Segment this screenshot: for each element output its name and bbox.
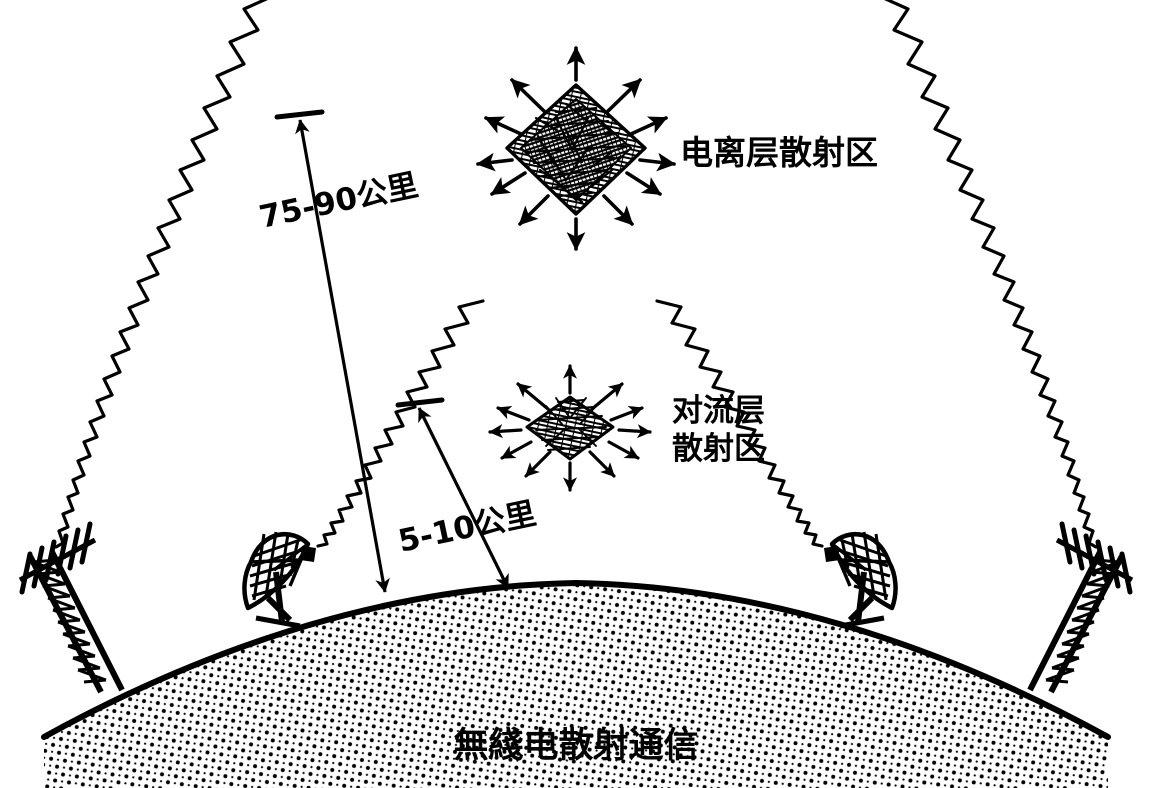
ionospheric-height-dimension [274, 109, 390, 593]
ionospheric-scatter-arrows [476, 46, 676, 251]
tropospheric-dim-line [417, 407, 510, 589]
earth-surface-line [41, 579, 1111, 740]
left-yagi-elements [19, 521, 93, 595]
ionospheric-dim-top-tick [274, 109, 325, 120]
earth-group [41, 579, 1111, 788]
right-dish-feed [824, 546, 840, 562]
tropospheric-texture [535, 397, 607, 451]
left-dish-base [255, 615, 301, 629]
right-yagi-elements [1059, 521, 1133, 595]
right-dish-base [839, 615, 885, 629]
earth-fill [44, 583, 1108, 788]
left-yagi-boom [18, 537, 97, 583]
tropospheric-dim-top-tick [395, 397, 445, 408]
left-tower-mast-2 [49, 550, 125, 692]
left-yagi-tower [18, 521, 125, 694]
tropospheric-height-dimension [395, 397, 510, 589]
ionospheric-wave-paths [54, 0, 1098, 549]
wave-left-low [316, 299, 485, 548]
ionospheric-scatter-volume [476, 46, 676, 251]
right-yagi-boom [1055, 537, 1134, 583]
wave-right-up [884, 0, 1098, 549]
left-dish-pedestal [265, 571, 293, 623]
tropospheric-scatter-volume [488, 364, 652, 492]
right-dish-pedestal [847, 571, 875, 623]
right-parabolic-dish [824, 531, 898, 629]
tropospheric-zone-label-line1: 对流层 [672, 393, 765, 429]
ionospheric-height-label: 75-90公里 [256, 167, 421, 236]
ionospheric-dim-line [295, 119, 390, 593]
right-tower-mast-2 [1027, 550, 1103, 692]
figure-caption: 無綫电散射通信 [453, 725, 698, 766]
wave-left-up [54, 0, 268, 549]
right-yagi-tower [1027, 521, 1134, 694]
left-parabolic-dish [242, 531, 316, 629]
wave-right-low [655, 299, 824, 548]
ionospheric-texture [525, 102, 627, 204]
tropospheric-zone-label-line2: 散射区 [672, 431, 765, 467]
left-dish-feed [300, 546, 316, 562]
ionospheric-zone-label: 电离层散射区 [680, 133, 878, 172]
